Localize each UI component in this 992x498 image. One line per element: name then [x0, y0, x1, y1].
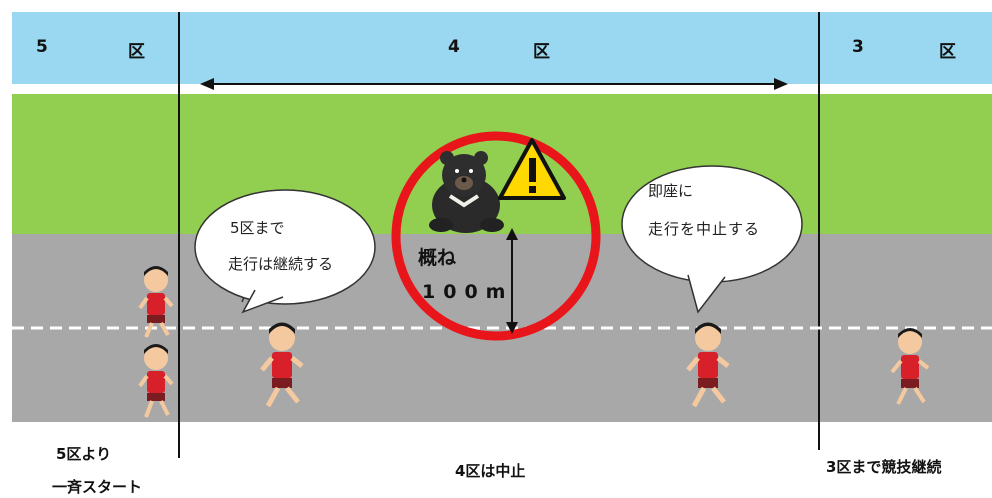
zone3-number: 3	[852, 37, 864, 57]
zone-divider-5-4	[178, 12, 180, 458]
distance-approx-label: 概ね	[418, 247, 457, 269]
bubble-right-line2: 走行を中止する	[648, 220, 761, 238]
distance-arrow	[506, 228, 518, 334]
runner-icon-zone3	[890, 328, 930, 405]
speech-bubble-left	[194, 189, 376, 314]
zone-divider-4-3	[818, 12, 820, 450]
grass-band	[12, 94, 992, 234]
bubble-right-line1: 即座に	[648, 182, 694, 200]
runner-icon-zone4-left	[260, 322, 304, 408]
zone4-kanji: 区	[533, 42, 550, 62]
bubble-left-line1: 5区まで	[230, 219, 285, 237]
runner-icon-start-lower	[138, 344, 174, 418]
danger-zone-circle	[391, 131, 601, 341]
runner-icon-start-upper	[138, 266, 174, 338]
speech-bubble-right	[621, 165, 803, 314]
bear-icon	[429, 151, 504, 233]
zone4-number: 4	[448, 37, 460, 57]
caption-zone3: 3区まで競技継続	[826, 458, 942, 476]
caption-zone5-line2: 一斉スタート	[52, 478, 143, 496]
sky-band	[12, 12, 992, 84]
bubble-left-line2: 走行は継続する	[228, 255, 334, 273]
zone3-kanji: 区	[939, 42, 956, 62]
zone5-kanji: 区	[128, 42, 145, 62]
caption-zone4: 4区は中止	[455, 462, 526, 480]
zone5-number: 5	[36, 37, 48, 57]
distance-value: 100m	[422, 281, 514, 303]
warning-icon	[498, 138, 566, 200]
zone4-span-arrow	[200, 78, 788, 90]
runner-icon-zone4-right	[686, 322, 730, 408]
caption-zone5-line1: 5区より	[56, 445, 112, 463]
